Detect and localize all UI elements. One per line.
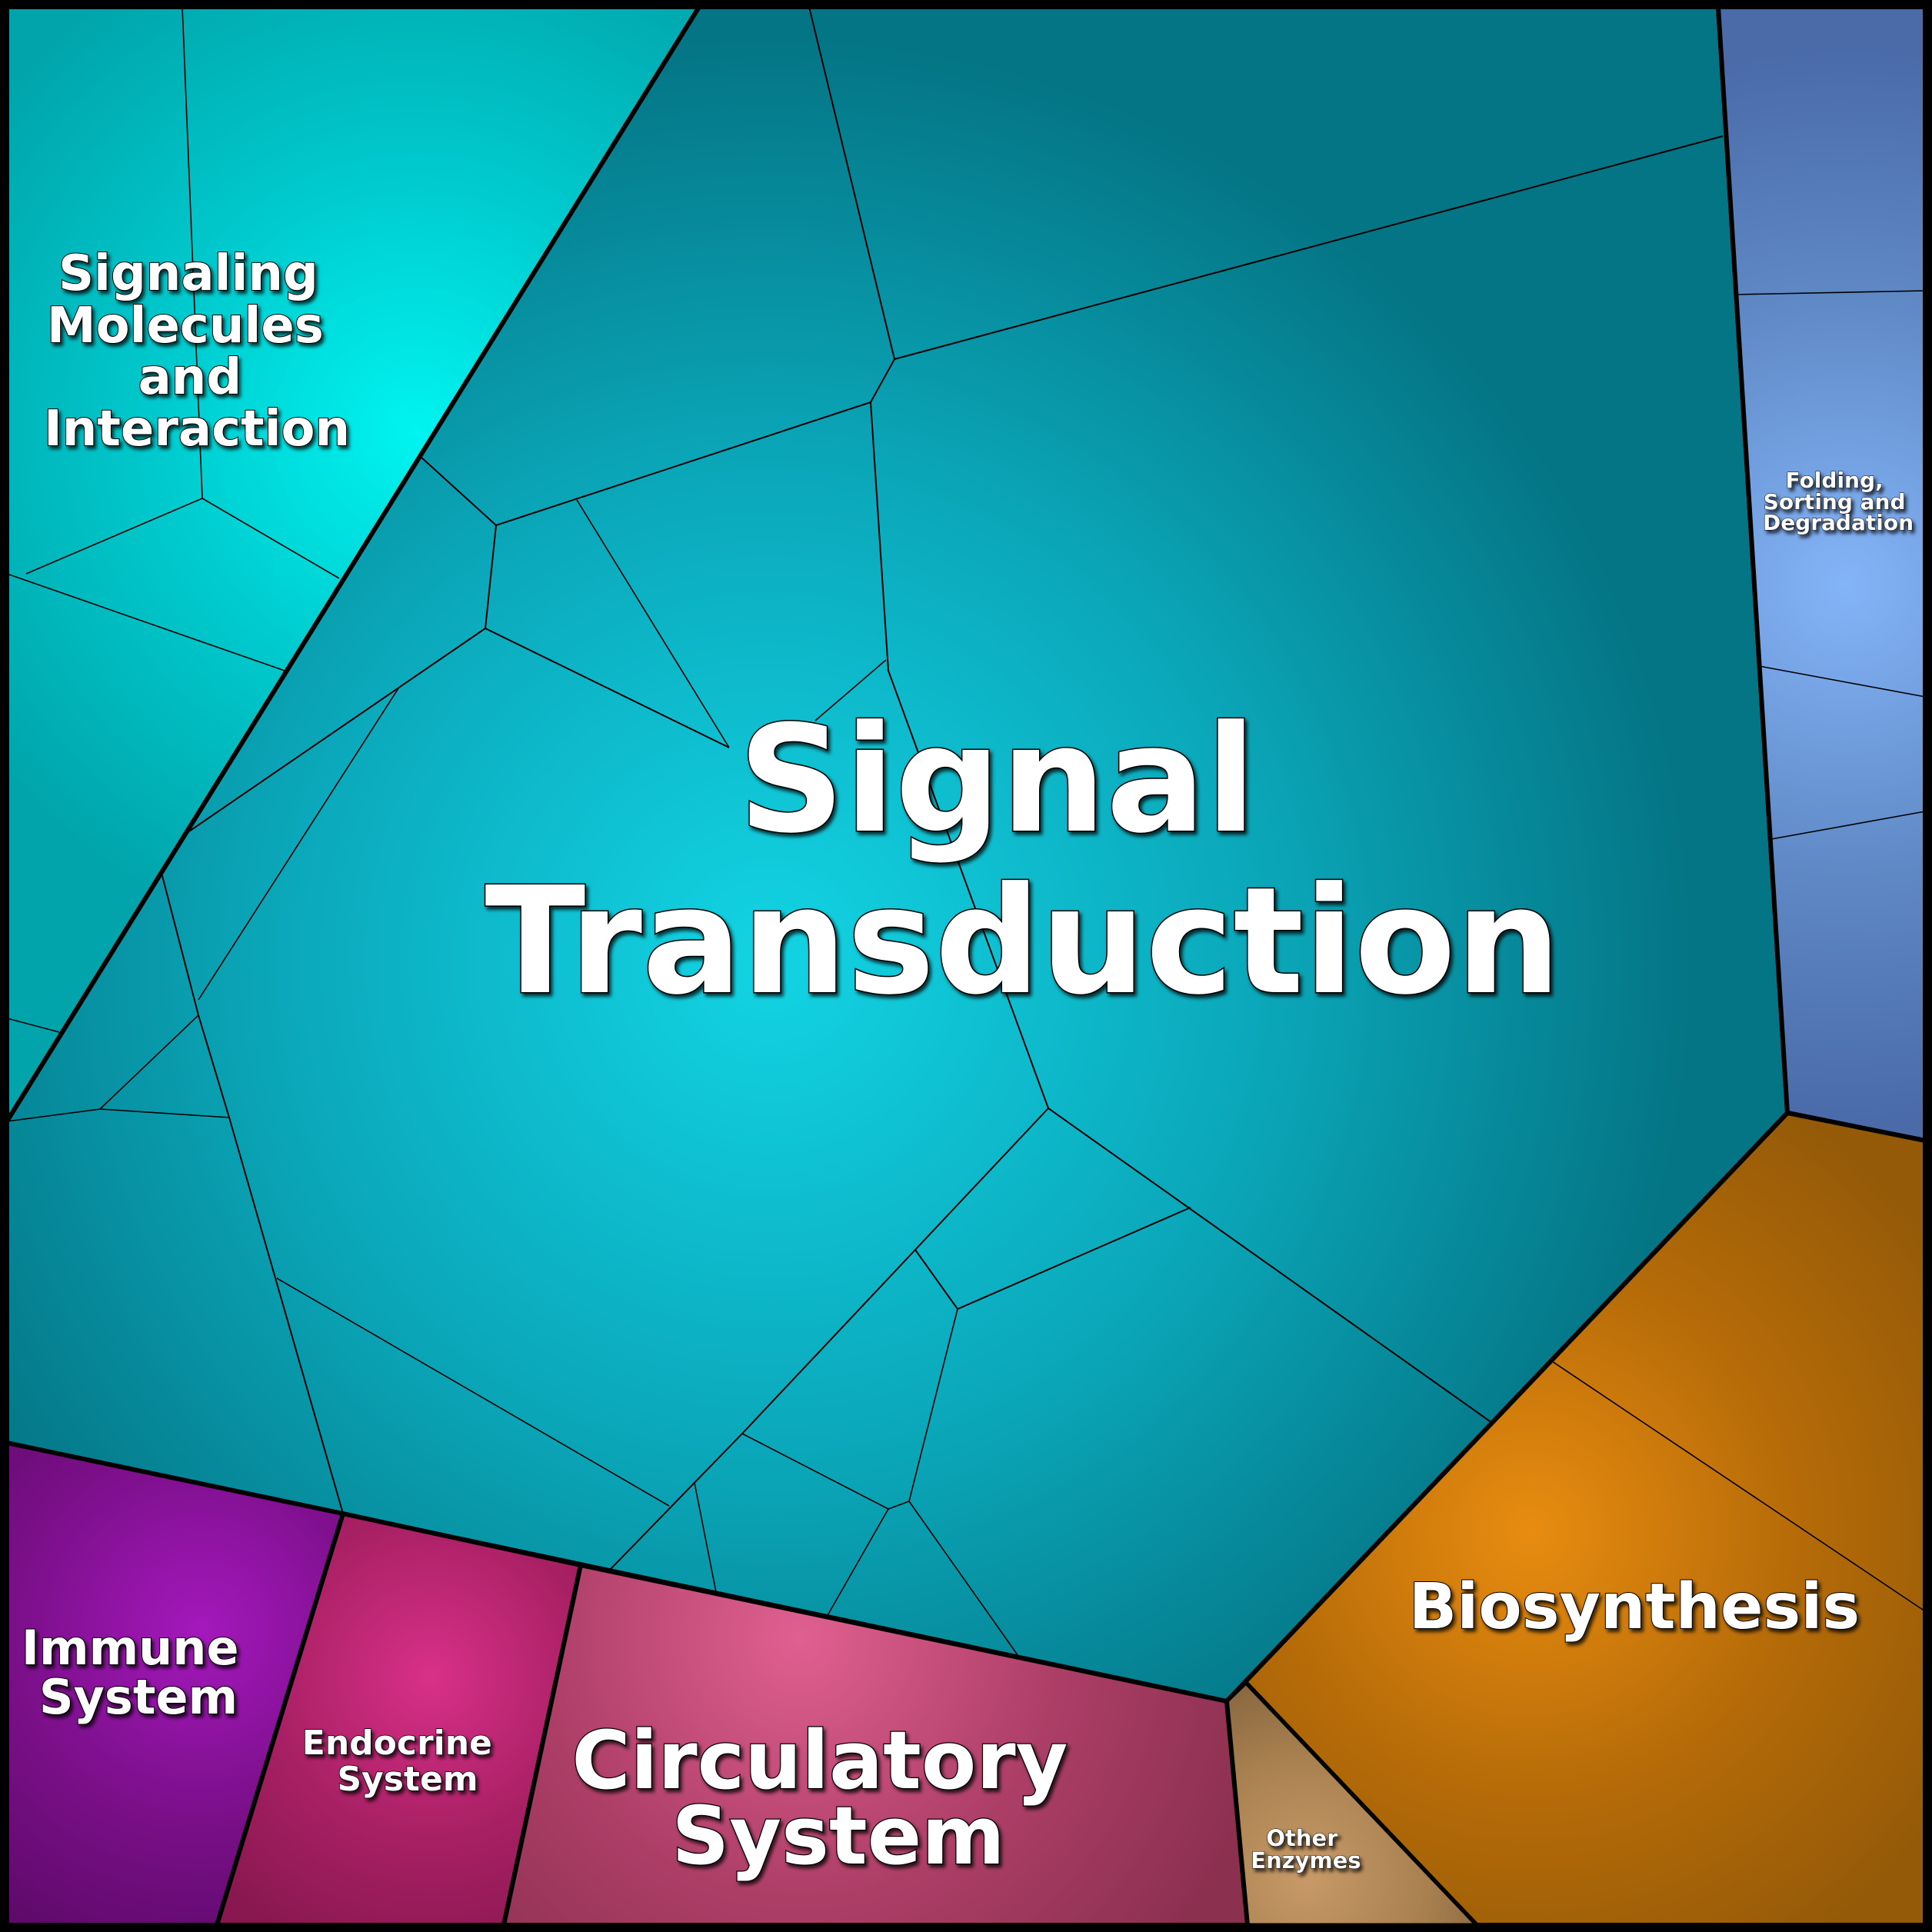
- subcell-border: [576, 499, 730, 748]
- subcell-border: [1770, 811, 1926, 840]
- subcell-border: [6, 573, 285, 671]
- label-other-enzymes: Other Enzymes: [1251, 1825, 1361, 1874]
- subcell-border: [869, 358, 1493, 1424]
- label-folding-sorting: Folding, Sorting and Degradation: [1763, 468, 1914, 535]
- label-line: System: [337, 1760, 478, 1799]
- subcell-border: [161, 872, 344, 1514]
- label-signaling-molecules: Signaling Molecules and Interaction: [44, 245, 350, 458]
- label-line: System: [39, 1669, 238, 1725]
- labels: Signal Transduction Signaling Molecules …: [21, 245, 1914, 1884]
- label-line: Signal: [738, 695, 1257, 866]
- label-signal-transduction: Signal Transduction: [485, 695, 1561, 1028]
- label-endocrine-system: Endocrine System: [302, 1724, 504, 1799]
- label-line: System: [671, 1789, 1004, 1883]
- label-circulatory-system: Circulatory System: [571, 1714, 1095, 1883]
- subcell-border: [694, 1482, 717, 1593]
- label-line: Molecules: [47, 298, 324, 355]
- label-line: Other: [1266, 1825, 1338, 1851]
- label-line: and: [138, 349, 242, 406]
- subcell-border: [741, 1308, 958, 1510]
- label-immune-system: Immune System: [22, 1620, 255, 1725]
- subcell-border: [485, 628, 730, 748]
- subcell-border: [1758, 665, 1926, 698]
- subcell-border: [908, 1501, 1021, 1659]
- label-line: Biosynthesis: [1409, 1571, 1860, 1644]
- label-line: Folding,: [1786, 468, 1884, 493]
- subcell-border: [914, 1108, 1191, 1311]
- label-line: Immune: [22, 1620, 239, 1676]
- subcell-border: [25, 498, 203, 575]
- subcell-border: [814, 659, 887, 721]
- label-line: Degradation: [1763, 510, 1914, 535]
- label-line: Enzymes: [1251, 1847, 1361, 1874]
- label-line: Endocrine: [302, 1724, 492, 1763]
- subcell-border: [6, 1018, 60, 1033]
- subcell-border: [182, 6, 203, 499]
- subcell-border: [1734, 290, 1926, 295]
- label-line: Sorting and: [1764, 489, 1906, 515]
- subcell-border: [1551, 1361, 1926, 1612]
- subcell-border: [826, 1508, 889, 1617]
- subcell-border: [276, 1277, 670, 1507]
- subcell-border: [6, 1108, 101, 1122]
- label-line: Transduction: [485, 856, 1561, 1028]
- subcell-border: [202, 498, 340, 579]
- label-line: Circulatory: [571, 1714, 1068, 1807]
- label-line: Interaction: [44, 401, 350, 458]
- label-biosynthesis: Biosynthesis: [1409, 1571, 1860, 1644]
- subcell-border: [198, 688, 399, 1001]
- label-line: Signaling: [58, 245, 318, 302]
